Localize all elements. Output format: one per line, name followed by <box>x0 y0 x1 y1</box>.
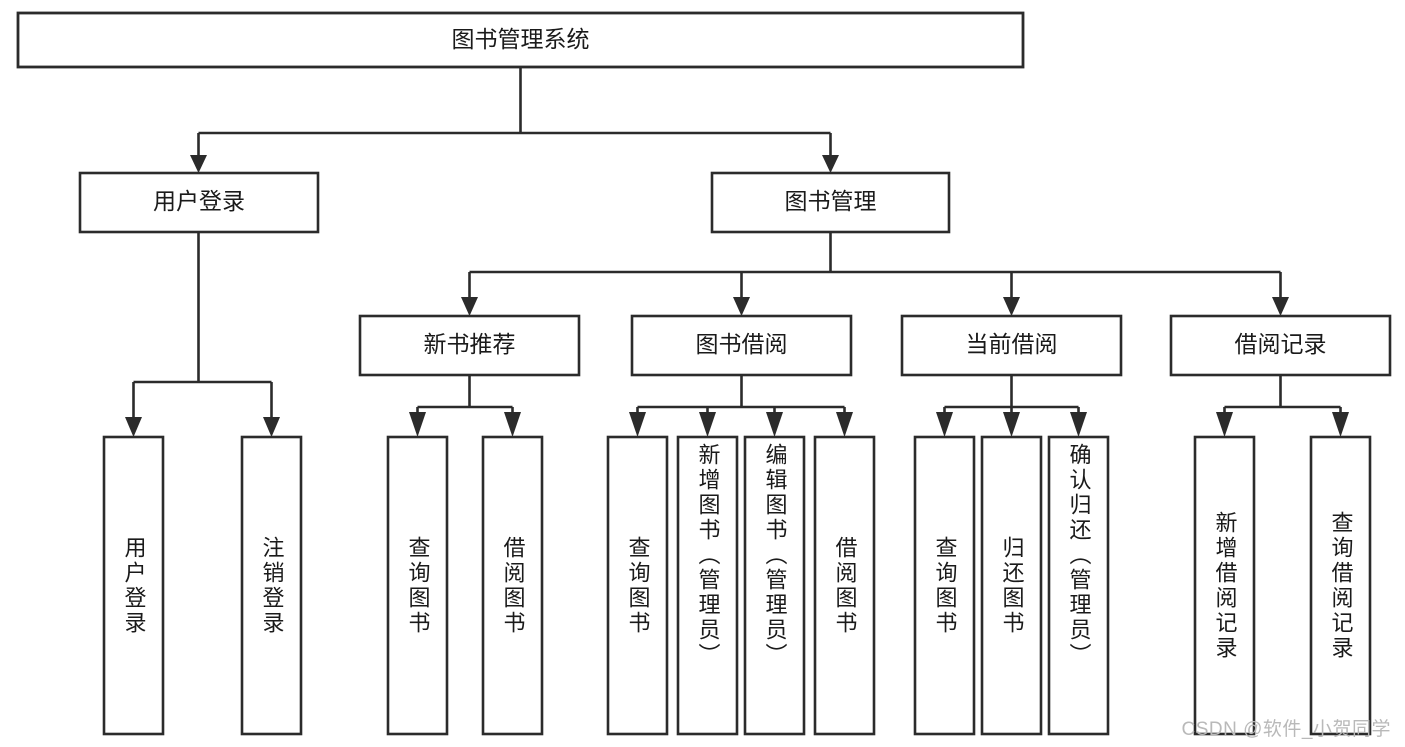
arrow-head-leaf-query-book-2 <box>629 412 646 437</box>
node-book-borrow[interactable]: 图书借阅 <box>630 314 853 377</box>
arrow-head-leaf-borrow-book-1 <box>504 412 521 437</box>
arrow-head-current-borrow <box>1003 297 1020 316</box>
connector-group-borrow-record <box>1216 375 1349 437</box>
arrow-head-leaf-edit-book <box>766 412 783 437</box>
node-new-book-recommend-box[interactable] <box>358 314 581 377</box>
arrow-head-leaf-return-book <box>1003 412 1020 437</box>
arrow-head-leaf-query-book-1 <box>409 412 426 437</box>
node-root[interactable]: 图书管理系统 <box>16 11 1025 69</box>
leaf-add-book-box[interactable] <box>676 435 739 736</box>
connector-group-user-login <box>125 232 280 437</box>
csdn-watermark: CSDN @软件_小贺同学 <box>1181 719 1391 740</box>
node-new-book-recommend[interactable]: 新书推荐 <box>358 314 581 377</box>
connector-group-root <box>190 67 839 173</box>
node-user-login[interactable]: 用户登录 <box>78 171 320 234</box>
node-book-management-box[interactable] <box>710 171 951 234</box>
node-user-login-label: 用户登录 <box>153 188 245 214</box>
node-user-login-box[interactable] <box>78 171 320 234</box>
arrow-head-book-borrow <box>733 297 750 316</box>
leaf-borrow-book-2-box[interactable] <box>813 435 876 736</box>
arrow-head-leaf-user-login <box>125 417 142 437</box>
node-book-management-label: 图书管理 <box>785 188 877 214</box>
leaf-return-book-box[interactable] <box>980 435 1043 736</box>
leaf-query-record-box[interactable] <box>1309 435 1372 736</box>
node-current-borrow-label: 当前借阅 <box>966 331 1058 357</box>
node-book-borrow-label: 图书借阅 <box>696 331 788 357</box>
node-borrow-record[interactable]: 借阅记录 <box>1169 314 1392 377</box>
leaf-query-book-3-box[interactable] <box>913 435 976 736</box>
leaf-query-book-1-box[interactable] <box>386 435 449 736</box>
connector-group-current-borrow <box>936 375 1087 437</box>
arrow-head-leaf-confirm-return <box>1070 412 1087 437</box>
node-borrow-record-label: 借阅记录 <box>1235 331 1327 357</box>
arrow-head-leaf-query-record <box>1332 412 1349 437</box>
node-borrow-record-box[interactable] <box>1169 314 1392 377</box>
leaf-boxes-group <box>102 435 1372 736</box>
connector-group-new-book-recommend <box>409 375 521 437</box>
node-root-label: 图书管理系统 <box>452 26 590 52</box>
arrow-head-leaf-borrow-book-2 <box>836 412 853 437</box>
arrow-head-borrow-record <box>1272 297 1289 316</box>
node-new-book-recommend-label: 新书推荐 <box>424 331 516 357</box>
arrow-head-leaf-query-book-3 <box>936 412 953 437</box>
arrow-head-book-management <box>822 155 839 173</box>
leaf-user-logout-box[interactable] <box>240 435 303 736</box>
arrow-head-leaf-user-logout <box>263 417 280 437</box>
node-root-box[interactable] <box>16 11 1025 69</box>
node-current-borrow-box[interactable] <box>900 314 1123 377</box>
node-book-management[interactable]: 图书管理 <box>710 171 951 234</box>
arrow-head-leaf-add-book <box>699 412 716 437</box>
connector-group-book-borrow <box>629 375 853 437</box>
node-book-borrow-box[interactable] <box>630 314 853 377</box>
leaf-user-login-box[interactable] <box>102 435 165 736</box>
arrow-head-new-book-recommend <box>461 297 478 316</box>
connector-group-book-management <box>461 232 1289 316</box>
leaf-query-book-2-box[interactable] <box>606 435 669 736</box>
node-current-borrow[interactable]: 当前借阅 <box>900 314 1123 377</box>
leaf-borrow-book-1-box[interactable] <box>481 435 544 736</box>
arrow-head-user-login <box>190 155 207 173</box>
leaf-add-record-box[interactable] <box>1193 435 1256 736</box>
leaf-confirm-return-box[interactable] <box>1047 435 1110 736</box>
leaf-edit-book-box[interactable] <box>743 435 806 736</box>
arrow-head-leaf-add-record <box>1216 412 1233 437</box>
